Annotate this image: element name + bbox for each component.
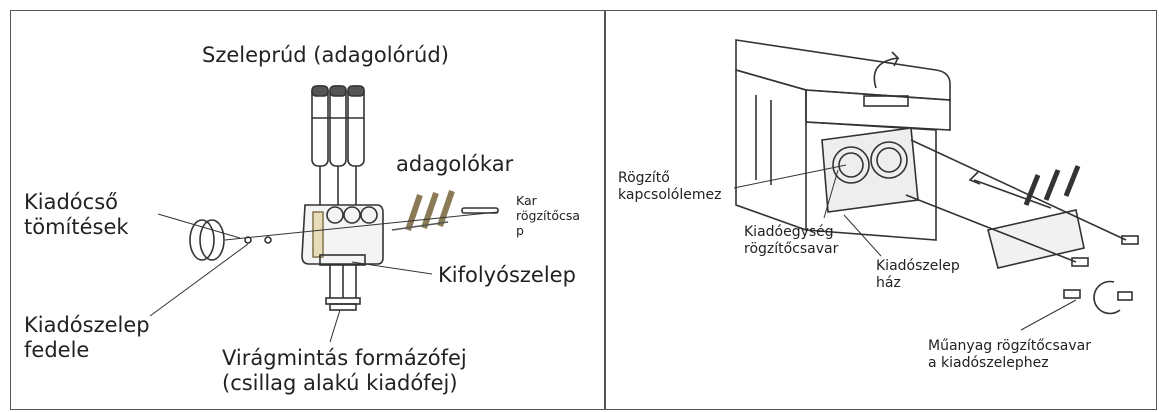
label-outlet-valve: Kifolyószelep [438, 263, 576, 287]
label-seals: Kiadócső tömítések [24, 190, 129, 239]
exploded-valve-illustration [149, 85, 499, 343]
handle-drawing [391, 190, 455, 231]
valve-housing-drawing [987, 165, 1085, 269]
nozzle-drawing [325, 265, 361, 311]
label-nozzle: Virágmintás formázófej (csillag alakú ki… [222, 346, 467, 395]
lock-plate-drawing [821, 127, 919, 213]
seal-rings-drawing [189, 219, 272, 261]
label-handle-pin: Kar rögzítőcsa p [516, 193, 581, 238]
diagram-frame [10, 10, 1157, 410]
label-lock-plate: Rögzítő kapcsolólemez [618, 170, 722, 203]
right-panel: Rögzítő kapcsolólemez Kiadóegység rögzít… [606, 0, 1159, 412]
left-panel: Szeleprúd (adagolórúd) adagolókar Kar rö… [24, 43, 581, 395]
label-valve-rod: Szeleprúd (adagolórúd) [202, 43, 449, 67]
label-plastic-screw: Műanyag rögzítőcsavar a kiadószelephez [928, 338, 1091, 371]
valve-rod-drawing [311, 85, 365, 205]
label-cap: Kiadószelep fedele [24, 313, 150, 362]
panel-divider [604, 10, 606, 410]
pin-drawing [461, 207, 499, 214]
label-valve-housing: Kiadószelep ház [876, 258, 960, 291]
screw-drawings [905, 139, 1139, 315]
machine-installation-illustration [733, 39, 1139, 331]
label-unit-screw: Kiadóegység rögzítőcsavar [744, 224, 839, 257]
slide-arrow-drawing [968, 171, 1052, 209]
label-handle: adagolókar [396, 152, 514, 176]
machine-body-drawing [735, 39, 951, 241]
valve-body-drawing [301, 204, 384, 266]
